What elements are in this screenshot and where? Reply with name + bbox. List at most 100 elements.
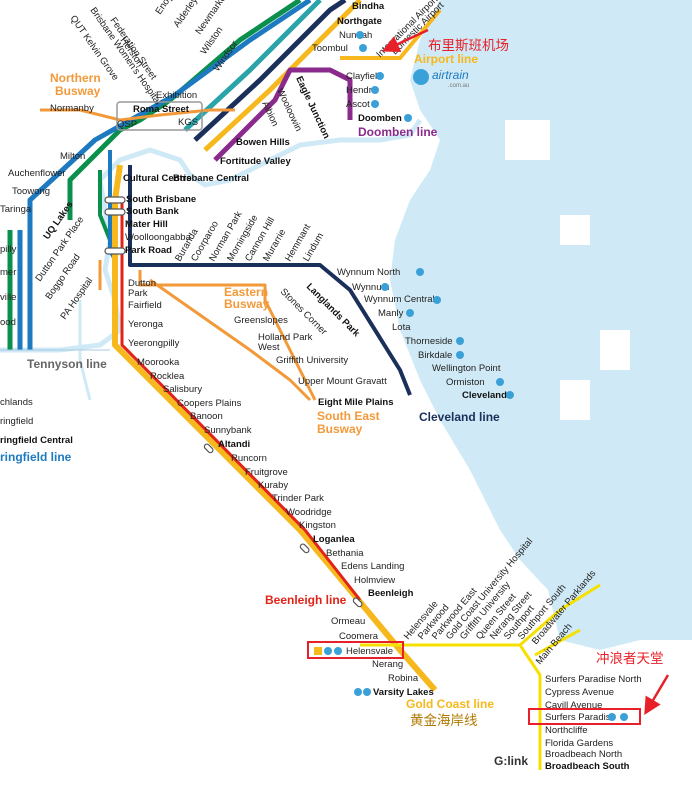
label-kgs[interactable]: KGS bbox=[178, 117, 198, 128]
label-ormeau[interactable]: Ormeau bbox=[331, 616, 365, 627]
label-woodridge[interactable]: Woodridge bbox=[286, 507, 332, 518]
label-bethania[interactable]: Bethania bbox=[326, 548, 364, 559]
label-dutton-park-2[interactable]: Park bbox=[128, 288, 148, 299]
label-taringa[interactable]: Taringa bbox=[0, 204, 32, 215]
label-cypress-avenue[interactable]: Cypress Avenue bbox=[545, 687, 614, 698]
label-griffith-university[interactable]: Griffith University bbox=[276, 355, 348, 366]
broadwater bbox=[555, 545, 660, 650]
label-park-road[interactable]: Park Road bbox=[125, 245, 172, 256]
label-lota[interactable]: Lota bbox=[392, 322, 411, 333]
label-wooloowin[interactable]: Wooloowin bbox=[274, 87, 304, 134]
label-wynnum-central[interactable]: Wynnum Central bbox=[364, 294, 435, 305]
label-woolloongabba[interactable]: Woolloongabba bbox=[125, 232, 192, 243]
label-cleveland[interactable]: Cleveland bbox=[462, 390, 507, 401]
label-clayfield[interactable]: Clayfield bbox=[346, 71, 382, 82]
label-nerang[interactable]: Nerang bbox=[372, 659, 403, 670]
label-holmview[interactable]: Holmview bbox=[354, 575, 395, 586]
label-varsity-lakes[interactable]: Varsity Lakes bbox=[373, 687, 434, 698]
label-bindha[interactable]: Bindha bbox=[352, 1, 385, 12]
label-auchenflower[interactable]: Auchenflower bbox=[8, 168, 66, 179]
label-ood[interactable]: ood bbox=[0, 317, 16, 328]
label-mer[interactable]: mer bbox=[0, 267, 16, 278]
label-broadbeach-south[interactable]: Broadbeach South bbox=[545, 761, 630, 772]
label-kuraby[interactable]: Kuraby bbox=[258, 480, 288, 491]
label-qsp[interactable]: QSP bbox=[117, 119, 137, 130]
label-coopers-plains[interactable]: Coopers Plains bbox=[177, 398, 242, 409]
label-northcliffe[interactable]: Northcliffe bbox=[545, 725, 588, 736]
label-rocklea[interactable]: Rocklea bbox=[150, 371, 185, 382]
label-wynnum-north[interactable]: Wynnum North bbox=[337, 267, 400, 278]
label-beenleigh[interactable]: Beenleigh bbox=[368, 588, 414, 599]
label-fruitgrove[interactable]: Fruitgrove bbox=[245, 467, 288, 478]
label-highlands[interactable]: chlands bbox=[0, 397, 33, 408]
label-fairfield[interactable]: Fairfield bbox=[128, 300, 162, 311]
label-cavill-avenue[interactable]: Cavill Avenue bbox=[545, 700, 602, 711]
label-toowong[interactable]: Toowong bbox=[12, 186, 50, 197]
label-broadbeach-north[interactable]: Broadbeach North bbox=[545, 749, 622, 760]
label-pilly[interactable]: pilly bbox=[0, 244, 17, 255]
northern-busway-label-1: Northern bbox=[50, 71, 101, 85]
label-kingston[interactable]: Kingston bbox=[299, 520, 336, 531]
label-cultural-centre[interactable]: Cultural Centre bbox=[123, 173, 192, 184]
label-holland-park[interactable]: Holland Park bbox=[258, 332, 313, 343]
label-mater-hill[interactable]: Mater Hill bbox=[125, 219, 168, 230]
caboolture-line bbox=[40, 0, 60, 20]
label-exhibition[interactable]: Exhibition bbox=[156, 90, 197, 101]
label-springfield[interactable]: ringfield bbox=[0, 416, 33, 427]
label-florida-gardens[interactable]: Florida Gardens bbox=[545, 738, 613, 749]
label-robina[interactable]: Robina bbox=[388, 673, 419, 684]
label-manly[interactable]: Manly bbox=[378, 308, 404, 319]
label-trinder-park[interactable]: Trinder Park bbox=[272, 493, 324, 504]
label-edens-landing[interactable]: Edens Landing bbox=[341, 561, 404, 572]
label-yeerongpilly[interactable]: Yeerongpilly bbox=[128, 338, 180, 349]
island-rect-2 bbox=[560, 215, 590, 245]
label-milton[interactable]: Milton bbox=[60, 151, 85, 162]
airport-line-label: Airport line bbox=[414, 52, 478, 66]
label-moorooka[interactable]: Moorooka bbox=[137, 357, 180, 368]
label-wellington-point[interactable]: Wellington Point bbox=[432, 363, 501, 374]
label-south-brisbane[interactable]: South Brisbane bbox=[126, 194, 196, 205]
zone-badge bbox=[406, 309, 414, 317]
label-altandi[interactable]: Altandi bbox=[218, 439, 250, 450]
label-runcorn[interactable]: Runcorn bbox=[231, 453, 267, 464]
label-northgate[interactable]: Northgate bbox=[337, 16, 382, 27]
label-ascot[interactable]: Ascot bbox=[346, 99, 370, 110]
label-wynnum[interactable]: Wynnum bbox=[352, 282, 389, 293]
label-roma-street[interactable]: Roma Street bbox=[133, 104, 190, 115]
label-sunnybank[interactable]: Sunnybank bbox=[204, 425, 252, 436]
label-toombul[interactable]: Toombul bbox=[312, 43, 348, 54]
label-loganlea[interactable]: Loganlea bbox=[313, 534, 355, 545]
label-eight-mile-plains[interactable]: Eight Mile Plains bbox=[318, 397, 394, 408]
label-greenslopes[interactable]: Greenslopes bbox=[234, 315, 288, 326]
label-brisbane-central[interactable]: Brisbane Central bbox=[173, 173, 249, 184]
label-upper-mount-gravatt[interactable]: Upper Mount Gravatt bbox=[298, 376, 387, 387]
label-surfers-paradise[interactable]: Surfers Paradise bbox=[545, 712, 616, 723]
label-thorneside[interactable]: Thorneside bbox=[405, 336, 453, 347]
zone-badge bbox=[608, 713, 616, 721]
zone-badge bbox=[363, 688, 371, 696]
label-yeronga[interactable]: Yeronga bbox=[128, 319, 164, 330]
label-birkdale[interactable]: Birkdale bbox=[418, 350, 452, 361]
label-dutton-park[interactable]: Dutton bbox=[128, 278, 156, 289]
zone-badge bbox=[433, 296, 441, 304]
label-banoon[interactable]: Banoon bbox=[190, 411, 223, 422]
label-nundah[interactable]: Nundah bbox=[339, 30, 372, 41]
label-doomben[interactable]: Doomben bbox=[358, 113, 402, 124]
label-coomera[interactable]: Coomera bbox=[339, 631, 379, 642]
label-fortitude-valley[interactable]: Fortitude Valley bbox=[220, 156, 291, 167]
label-salisbury[interactable]: Salisbury bbox=[163, 384, 202, 395]
label-springfield-central[interactable]: ringfield Central bbox=[0, 435, 73, 446]
label-normanby[interactable]: Normanby bbox=[50, 103, 94, 114]
airtrain-text: airtrain bbox=[432, 68, 469, 82]
label-bowen-hills[interactable]: Bowen Hills bbox=[236, 137, 290, 148]
label-south-bank[interactable]: South Bank bbox=[126, 206, 179, 217]
label-ormiston[interactable]: Ormiston bbox=[446, 377, 485, 388]
label-helensvale[interactable]: Helensvale bbox=[346, 646, 393, 657]
doomben-line bbox=[213, 67, 353, 162]
zone-badge bbox=[356, 31, 364, 39]
label-hendra[interactable]: Hendra bbox=[346, 85, 378, 96]
label-holland-park-west[interactable]: West bbox=[258, 342, 280, 353]
label-surfers-paradise-north[interactable]: Surfers Paradise North bbox=[545, 674, 642, 685]
label-ville[interactable]: ville bbox=[0, 292, 16, 303]
